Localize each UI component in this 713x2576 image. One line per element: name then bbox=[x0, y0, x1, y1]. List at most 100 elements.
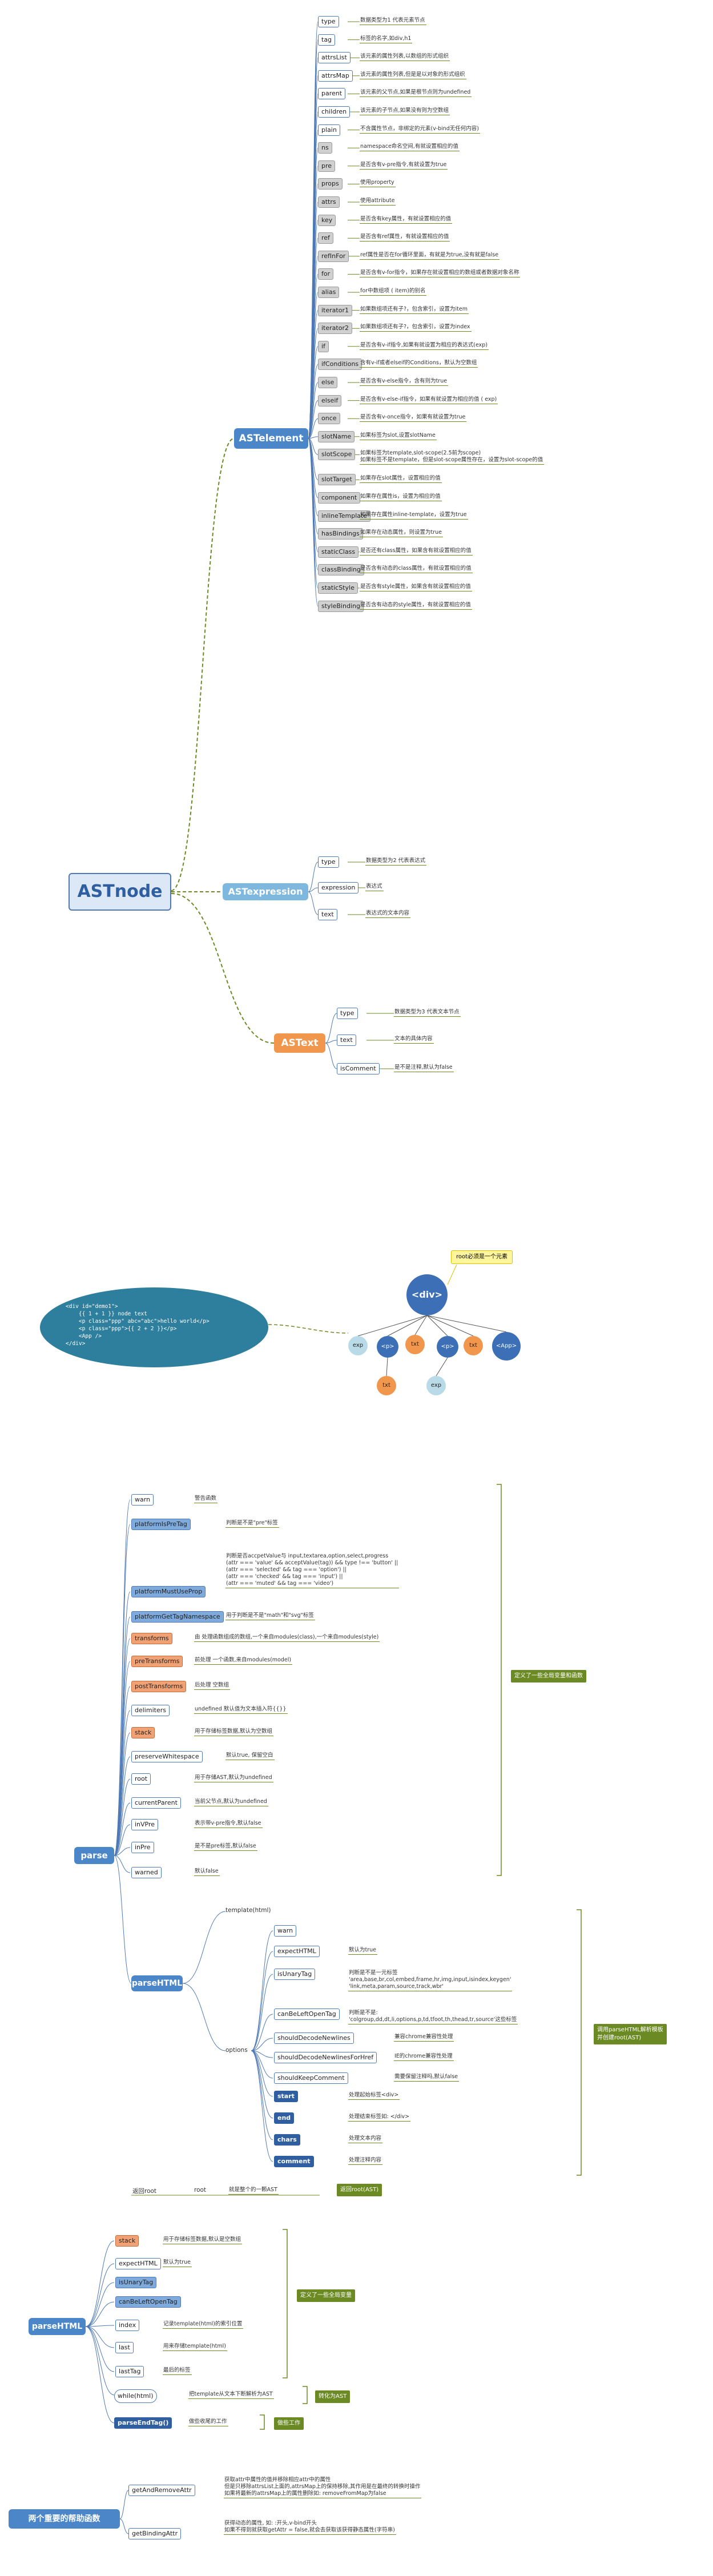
prop-attrsMap[interactable]: attrsMap bbox=[318, 70, 353, 82]
prop-ns[interactable]: ns bbox=[318, 142, 332, 154]
prop-once[interactable]: once bbox=[318, 413, 340, 425]
prop-for[interactable]: for bbox=[318, 268, 334, 280]
helper-getAndRemoveAttr[interactable]: getAndRemoveAttr bbox=[128, 2485, 195, 2496]
astexpression-node[interactable]: ASTexpression bbox=[223, 883, 308, 900]
option-chars[interactable]: chars bbox=[274, 2134, 300, 2146]
prop-pre[interactable]: pre bbox=[318, 160, 336, 172]
prop-staticStyle[interactable]: staticStyle bbox=[318, 582, 358, 594]
option-start[interactable]: start bbox=[274, 2091, 298, 2102]
helper-getBindingAttr[interactable]: getBindingAttr bbox=[128, 2528, 182, 2539]
prop-desc-text: 文本的具体内容 bbox=[394, 1036, 434, 1044]
prop-iterator2[interactable]: iterator2 bbox=[318, 323, 352, 335]
parse-var-desc-stack: 用于存储标签数据,默认为空数组 bbox=[194, 1728, 274, 1736]
parse-var-postTransforms[interactable]: postTransforms bbox=[131, 1681, 187, 1692]
prop-else[interactable]: else bbox=[318, 377, 338, 388]
prop-children[interactable]: children bbox=[318, 106, 351, 118]
parse-var-platformGetTagNamespace[interactable]: platformGetTagNamespace bbox=[131, 1611, 224, 1623]
example-root-div: <div> bbox=[406, 1274, 448, 1315]
astext-node[interactable]: ASText bbox=[274, 1033, 325, 1053]
parse-var-desc-currentParent: 当前父节点,默认为undefined bbox=[194, 1798, 268, 1806]
prop-text[interactable]: text bbox=[337, 1035, 356, 1046]
parse-var-delimiters[interactable]: delimiters bbox=[131, 1705, 170, 1716]
prop-elseif[interactable]: elseif bbox=[318, 395, 342, 406]
option-shouldDecodeNewlines[interactable]: shouldDecodeNewlines bbox=[274, 2032, 354, 2044]
prop-parent[interactable]: parent bbox=[318, 88, 346, 100]
parse-var-preTransforms[interactable]: preTransforms bbox=[131, 1656, 183, 1667]
parse-var-currentParent[interactable]: currentParent bbox=[131, 1797, 181, 1809]
prop-styleBinding[interactable]: styleBinding bbox=[318, 600, 364, 612]
parse-var-preserveWhitespace[interactable]: preserveWhitespace bbox=[131, 1751, 203, 1762]
parse-var-stack[interactable]: stack bbox=[131, 1727, 155, 1738]
parsehtml-return-label: 返回root bbox=[132, 2188, 157, 2195]
parse-var-warned[interactable]: warned bbox=[131, 1867, 162, 1878]
prop-isComment[interactable]: isComment bbox=[337, 1063, 380, 1074]
parsehtml-return-note: 返回root(AST) bbox=[337, 2184, 382, 2196]
prop-refInFor[interactable]: refInFor bbox=[318, 250, 349, 262]
prop-slotName[interactable]: slotName bbox=[318, 430, 355, 442]
connector-line bbox=[308, 891, 319, 915]
prop-attrs[interactable]: attrs bbox=[318, 196, 340, 208]
parsehtml-var-desc-expectHTML: 默认为true bbox=[163, 2259, 192, 2267]
connector-line bbox=[426, 1315, 474, 1337]
parse-var-desc-inVPre: 表示带v-pre指令,默认false bbox=[194, 1820, 263, 1828]
parsehtml-var-last[interactable]: last bbox=[115, 2342, 134, 2353]
prop-desc-else: 是否含有v-else指令，含有则为true bbox=[360, 378, 449, 386]
prop-desc-styleBinding: 是否含有动态的style属性，有就设置相应的值 bbox=[360, 602, 472, 610]
astnode-root[interactable]: ASTnode bbox=[69, 873, 171, 911]
option-shouldDecodeNewlinesForHref[interactable]: shouldDecodeNewlinesForHref bbox=[274, 2052, 377, 2063]
option-warn[interactable]: warn bbox=[274, 1925, 297, 1937]
prop-expression[interactable]: expression bbox=[318, 882, 359, 893]
parsehtml-var-stack[interactable]: stack bbox=[115, 2235, 139, 2247]
prop-type[interactable]: type bbox=[318, 856, 339, 868]
prop-slotTarget[interactable]: slotTarget bbox=[318, 474, 356, 486]
parsehtml-def-node[interactable]: parseHTML bbox=[29, 2318, 86, 2335]
parse-var-platformIsPreTag[interactable]: platformIsPreTag bbox=[131, 1519, 191, 1530]
parsehtml-template-arg: template(html) bbox=[225, 1907, 271, 1914]
option-canBeLeftOpenTag[interactable]: canBeLeftOpenTag bbox=[274, 2009, 340, 2020]
prop-tag[interactable]: tag bbox=[318, 34, 336, 46]
prop-ifConditions[interactable]: ifConditions bbox=[318, 359, 362, 371]
prop-desc-refInFor: ref属性是否在for循环里面，有就是为true,没有就是false bbox=[360, 252, 500, 260]
parsehtml-var-expectHTML[interactable]: expectHTML bbox=[115, 2258, 161, 2269]
prop-key[interactable]: key bbox=[318, 214, 336, 226]
helpers-node[interactable]: 两个重要的帮助函数 bbox=[9, 2509, 120, 2529]
prop-ref[interactable]: ref bbox=[318, 232, 333, 244]
prop-type[interactable]: type bbox=[337, 1008, 358, 1019]
prop-text[interactable]: text bbox=[318, 909, 337, 920]
prop-props[interactable]: props bbox=[318, 178, 343, 190]
prop-inlineTemplate[interactable]: inlineTemplate bbox=[318, 510, 371, 522]
parsehtml-var-desc-stack: 用于存储标签数据,默认是空数组 bbox=[163, 2236, 243, 2244]
prop-attrsList[interactable]: attrsList bbox=[318, 52, 351, 64]
option-comment[interactable]: comment bbox=[274, 2156, 314, 2167]
prop-if[interactable]: if bbox=[318, 340, 329, 352]
prop-plain[interactable]: plain bbox=[318, 124, 340, 136]
parse-var-inPre[interactable]: inPre bbox=[131, 1842, 154, 1853]
astelement-node[interactable]: ASTelement bbox=[234, 428, 308, 449]
parse-var-inVPre[interactable]: inVPre bbox=[131, 1819, 159, 1830]
prop-staticClass[interactable]: staticClass bbox=[318, 546, 359, 558]
parse-var-warn[interactable]: warn bbox=[131, 1494, 154, 1506]
prop-slotScope[interactable]: slotScope bbox=[318, 449, 356, 461]
option-end[interactable]: end bbox=[274, 2112, 295, 2124]
prop-iterator1[interactable]: iterator1 bbox=[318, 304, 352, 316]
parsehtml-var-index[interactable]: index bbox=[115, 2320, 140, 2331]
parse-var-root[interactable]: root bbox=[131, 1773, 151, 1785]
parse-var-platformMustUseProp[interactable]: platformMustUseProp bbox=[131, 1586, 206, 1597]
parsehtml-var-canBeLeftOpenTag[interactable]: canBeLeftOpenTag bbox=[115, 2296, 181, 2308]
parsehtml-var-isUnaryTag[interactable]: isUnaryTag bbox=[115, 2277, 157, 2288]
prop-alias[interactable]: alias bbox=[318, 287, 340, 298]
parsehtml-var-lastTag[interactable]: lastTag bbox=[115, 2366, 144, 2377]
parse-var-transforms[interactable]: transforms bbox=[131, 1633, 172, 1644]
prop-type[interactable]: type bbox=[318, 16, 339, 27]
while-html-node[interactable]: while(html) bbox=[114, 2389, 157, 2403]
option-isUnaryTag[interactable]: isUnaryTag bbox=[274, 1969, 316, 1980]
parse-end-tag-node[interactable]: parseEndTag() bbox=[114, 2417, 172, 2429]
parsehtml-call-node[interactable]: parseHTML bbox=[131, 1975, 183, 1991]
option-expectHTML[interactable]: expectHTML bbox=[274, 1946, 320, 1957]
prop-component[interactable]: component bbox=[318, 492, 361, 504]
prop-classBinding[interactable]: classBinding bbox=[318, 564, 364, 576]
connector-line bbox=[325, 1013, 337, 1044]
parse-node[interactable]: parse bbox=[74, 1847, 114, 1864]
option-shouldKeepComment[interactable]: shouldKeepComment bbox=[274, 2072, 348, 2084]
prop-hasBindings[interactable]: hasBindings bbox=[318, 528, 363, 540]
